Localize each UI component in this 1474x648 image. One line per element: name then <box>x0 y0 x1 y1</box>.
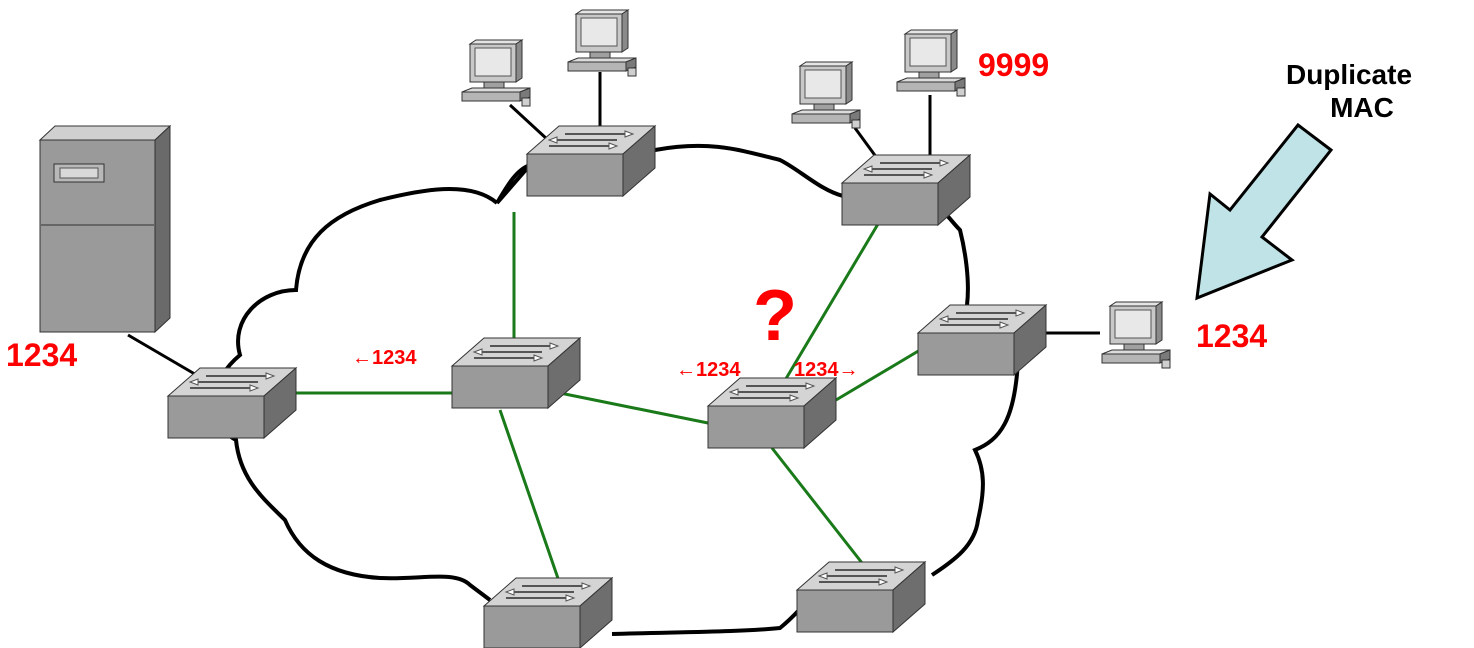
pc-duplicate-icon <box>1101 301 1171 369</box>
trunk-links <box>296 212 921 591</box>
duplicate-title-line2: MAC <box>1330 92 1394 123</box>
left-switch-arrow-label: ←1234 <box>352 347 417 369</box>
pc-top-2-icon <box>567 9 637 77</box>
top-host-mac-label: 9999 <box>978 47 1049 83</box>
center-right-arrow-label: 1234→ <box>794 359 859 381</box>
switch-bottom-right-icon <box>796 561 926 633</box>
pc-top-4-icon <box>896 29 966 97</box>
question-mark: ? <box>753 276 797 356</box>
switch-center-left-icon <box>451 337 581 409</box>
center-left-arrow-label: ←1234 <box>676 359 741 381</box>
pc-top-3-icon <box>791 61 861 129</box>
switch-bottom-icon <box>483 577 613 648</box>
switch-right-icon <box>917 304 1047 376</box>
server-icon <box>38 124 172 334</box>
pc1-link <box>508 103 550 142</box>
duplicate-host-mac-label: 1234 <box>1196 318 1267 354</box>
switch-left-icon <box>167 367 297 439</box>
switch-center-icon <box>707 377 837 449</box>
server-link <box>127 333 206 382</box>
pc-top-1-icon <box>461 39 531 107</box>
switch-top-right-icon <box>841 154 971 226</box>
duplicate-arrow-icon <box>1195 122 1334 301</box>
duplicate-title-line1: Duplicate <box>1286 59 1412 90</box>
server-mac-label: 1234 <box>6 337 77 373</box>
